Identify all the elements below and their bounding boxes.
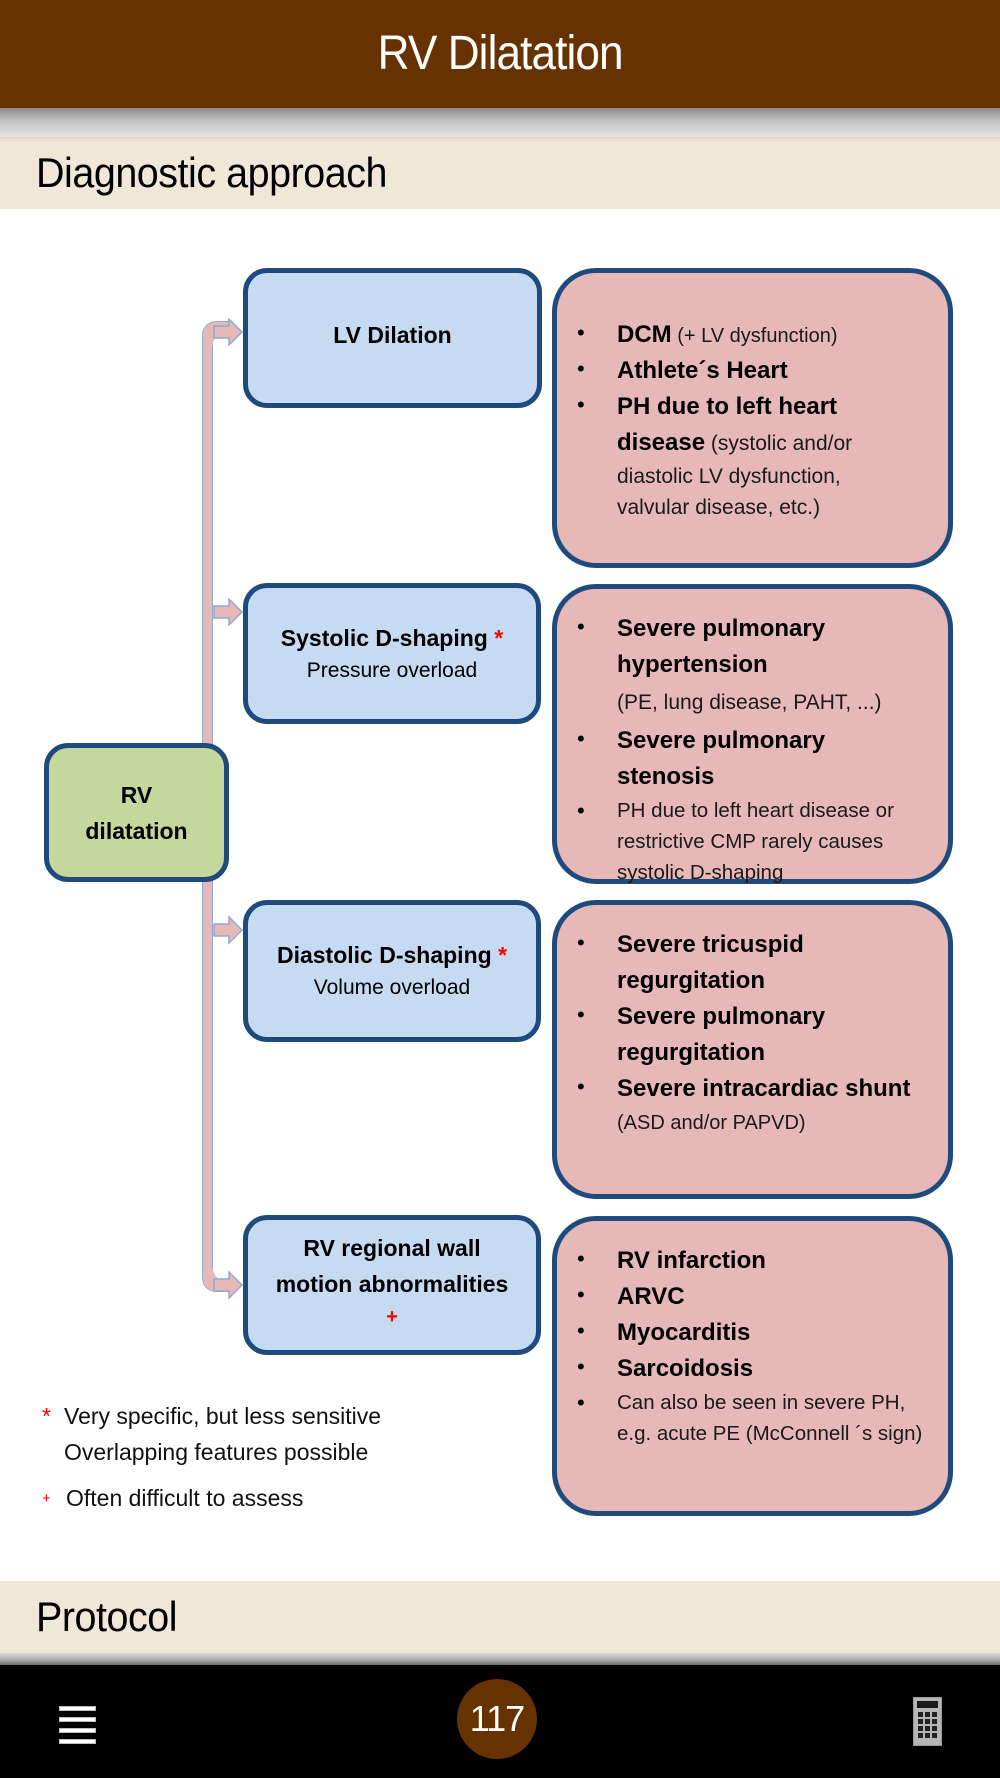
section-header-diagnostic-approach[interactable]: Diagnostic approach (0, 137, 1000, 209)
plus-marker: + (42, 1490, 51, 1507)
findings-rv-regional-wall-motion: RV infarction ARVC Myocarditis Sarcoidos… (552, 1216, 953, 1516)
node-subtitle: Volume overload (313, 976, 471, 999)
node-lv-dilation: LV Dilation (243, 268, 542, 408)
header-shadow (0, 108, 1000, 137)
findings-systolic-d-shaping: Severe pulmonary hypertension(PE, lung d… (552, 584, 953, 884)
root-node-rv-dilatation: RV dilatation (44, 743, 229, 882)
findings-diastolic-d-shaping: Severe tricuspid regurgitation Severe pu… (552, 900, 953, 1199)
finding-item: Severe pulmonary stenosis (557, 723, 948, 795)
finding-item: Sarcoidosis (557, 1351, 948, 1387)
menu-button[interactable] (52, 1701, 102, 1751)
legend-asterisk: * Very specific, but less sensitive Overl… (42, 1398, 381, 1470)
node-rv-regional-wall-motion: RV regional wall motion abnormalities + (243, 1215, 541, 1355)
finding-item: Severe pulmonary hypertension(PE, lung d… (557, 611, 948, 723)
finding-item: PH due to left heart disease or restrict… (557, 795, 948, 888)
root-label-line2: dilatation (85, 817, 188, 844)
diagnostic-flowchart: RV dilatation LV Dilation DCM (+ LV dysf… (0, 208, 1000, 1581)
footer-shadow (0, 1653, 1000, 1665)
node-diastolic-d-shaping: Diastolic D-shaping * Volume overload (243, 900, 541, 1042)
calculator-button[interactable] (906, 1691, 950, 1753)
asterisk-marker: * (494, 625, 504, 651)
page-number-badge[interactable]: 117 (457, 1679, 537, 1759)
finding-item: RV infarction (557, 1243, 948, 1279)
finding-item: Can also be seen in severe PH, e.g. acut… (557, 1387, 948, 1449)
finding-item: Athlete´s Heart (557, 353, 948, 389)
legend-text: Very specific, but less sensitive (64, 1403, 382, 1429)
node-title: Diastolic D-shaping * (276, 942, 508, 968)
calculator-icon (913, 1697, 942, 1746)
findings-lv-dilation: DCM (+ LV dysfunction) Athlete´s Heart P… (552, 268, 953, 568)
asterisk-marker: * (42, 1403, 51, 1429)
arrow-heads (213, 317, 244, 1300)
finding-item: Severe intracardiac shunt(ASD and/or PAP… (557, 1071, 948, 1139)
arrow-to-diastolic-d-shaping (213, 915, 244, 945)
arrow-to-systolic-d-shaping (213, 597, 244, 627)
node-title: Systolic D-shaping * (280, 625, 504, 651)
page-title: RV Dilatation (377, 26, 624, 80)
connector-top-bend (202, 321, 232, 345)
finding-item: ARVC (557, 1279, 948, 1315)
root-label-line1: RV (120, 781, 153, 808)
legend-text: Overlapping features possible (64, 1439, 369, 1465)
section-title: Protocol (36, 1593, 178, 1640)
finding-item: Severe tricuspid regurgitation (557, 927, 948, 999)
finding-item: DCM (+ LV dysfunction) (557, 317, 948, 353)
bottom-toolbar: 117 (0, 1665, 1000, 1778)
section-header-protocol[interactable]: Protocol (0, 1581, 1000, 1653)
legend-text: Often difficult to assess (66, 1485, 304, 1511)
node-title: LV Dilation (333, 322, 452, 348)
arrow-to-lv-dilation (213, 317, 244, 347)
finding-item: Severe pulmonary regurgitation (557, 999, 948, 1071)
node-title: RV regional wall motion abnormalities (275, 1235, 509, 1297)
app-header: RV Dilatation (0, 0, 1000, 108)
node-subtitle: Pressure overload (306, 659, 478, 682)
finding-item: PH due to left heart disease (systolic a… (557, 389, 948, 523)
section-title: Diagnostic approach (36, 149, 388, 196)
asterisk-marker: * (498, 942, 508, 968)
node-systolic-d-shaping: Systolic D-shaping * Pressure overload (243, 583, 541, 724)
finding-item: Myocarditis (557, 1315, 948, 1351)
arrow-to-rv-regional-wall-motion (213, 1270, 244, 1300)
legend-plus: + Often difficult to assess (42, 1480, 303, 1517)
plus-marker: + (386, 1306, 398, 1328)
